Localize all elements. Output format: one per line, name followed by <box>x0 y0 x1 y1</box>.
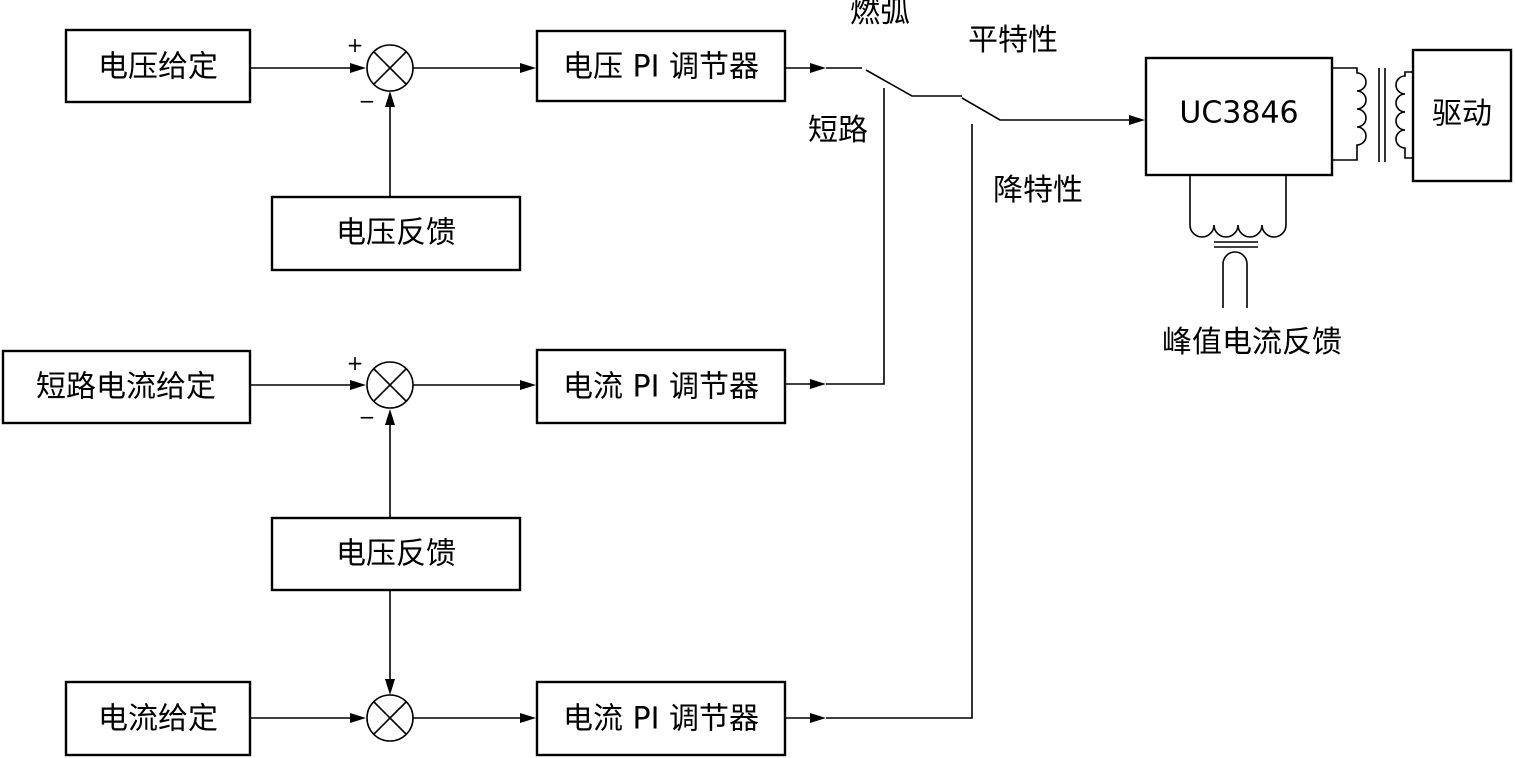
short-circuit-current-setpoint-block: 短路电流给定 <box>1 349 252 425</box>
summing-junction-3 <box>366 694 414 742</box>
arrowhead <box>520 63 536 73</box>
plus-sign-2: + <box>347 351 364 375</box>
drooping-characteristic-label: 降特性 <box>993 173 1083 208</box>
current-pi-block-2: 电流 PI 调节器 <box>535 680 787 757</box>
uc3846-label: UC3846 <box>1179 96 1298 131</box>
current-pi-label-1: 电流 PI 调节器 <box>563 370 759 405</box>
plus-sign-1: + <box>347 33 364 57</box>
current-sense-transformer <box>1189 175 1287 308</box>
drive-label: 驱动 <box>1432 97 1492 132</box>
arrowhead <box>520 713 536 723</box>
voltage-pi-label: 电压 PI 调节器 <box>563 50 759 85</box>
summing-junction-1 <box>366 44 414 92</box>
arrowhead <box>520 380 536 390</box>
peak-current-feedback-label: 峰值电流反馈 <box>1162 325 1342 360</box>
voltage-feedback-block-1: 电压反馈 <box>270 195 522 272</box>
uc3846-block: UC3846 <box>1144 56 1334 177</box>
arrowhead <box>350 380 366 390</box>
drive-block: 驱动 <box>1411 48 1513 183</box>
current-pi-block-1: 电流 PI 调节器 <box>535 348 787 425</box>
arrowhead <box>385 679 395 695</box>
arrowhead <box>810 713 826 723</box>
arrowhead <box>810 379 826 389</box>
summing-junction-2 <box>366 361 414 409</box>
current-pi-label-2: 电流 PI 调节器 <box>563 702 759 737</box>
arrowhead <box>350 63 366 73</box>
voltage-feedback-label-2: 电压反馈 <box>336 537 456 572</box>
switch-lever-1 <box>865 69 962 97</box>
arrowhead <box>385 409 395 425</box>
voltage-feedback-label-1: 电压反馈 <box>336 216 456 251</box>
current-setpoint-block: 电流给定 <box>64 680 252 757</box>
voltage-pi-block: 电压 PI 调节器 <box>535 29 787 103</box>
switch-lever-2 <box>961 97 1130 121</box>
voltage-setpoint-label: 电压给定 <box>98 50 218 85</box>
arrowhead <box>810 63 826 73</box>
arrowhead <box>350 713 366 723</box>
flat-characteristic-label: 平特性 <box>968 23 1058 58</box>
short-circuit-label: 短路 <box>808 113 868 148</box>
voltage-setpoint-block: 电压给定 <box>64 28 252 104</box>
voltage-feedback-block-2: 电压反馈 <box>270 516 522 592</box>
arrowhead <box>1129 115 1145 125</box>
output-transformer <box>1332 67 1412 162</box>
wire-short-circuit-contact <box>826 88 885 385</box>
short-circuit-current-setpoint-label: 短路电流给定 <box>36 370 216 405</box>
wire-drooping-contact <box>826 124 973 719</box>
arrowhead <box>385 91 395 107</box>
current-setpoint-label: 电流给定 <box>98 702 218 737</box>
minus-sign-2: − <box>359 405 376 429</box>
minus-sign-1: − <box>359 89 376 113</box>
arcing-label: 燃弧 <box>850 0 910 30</box>
